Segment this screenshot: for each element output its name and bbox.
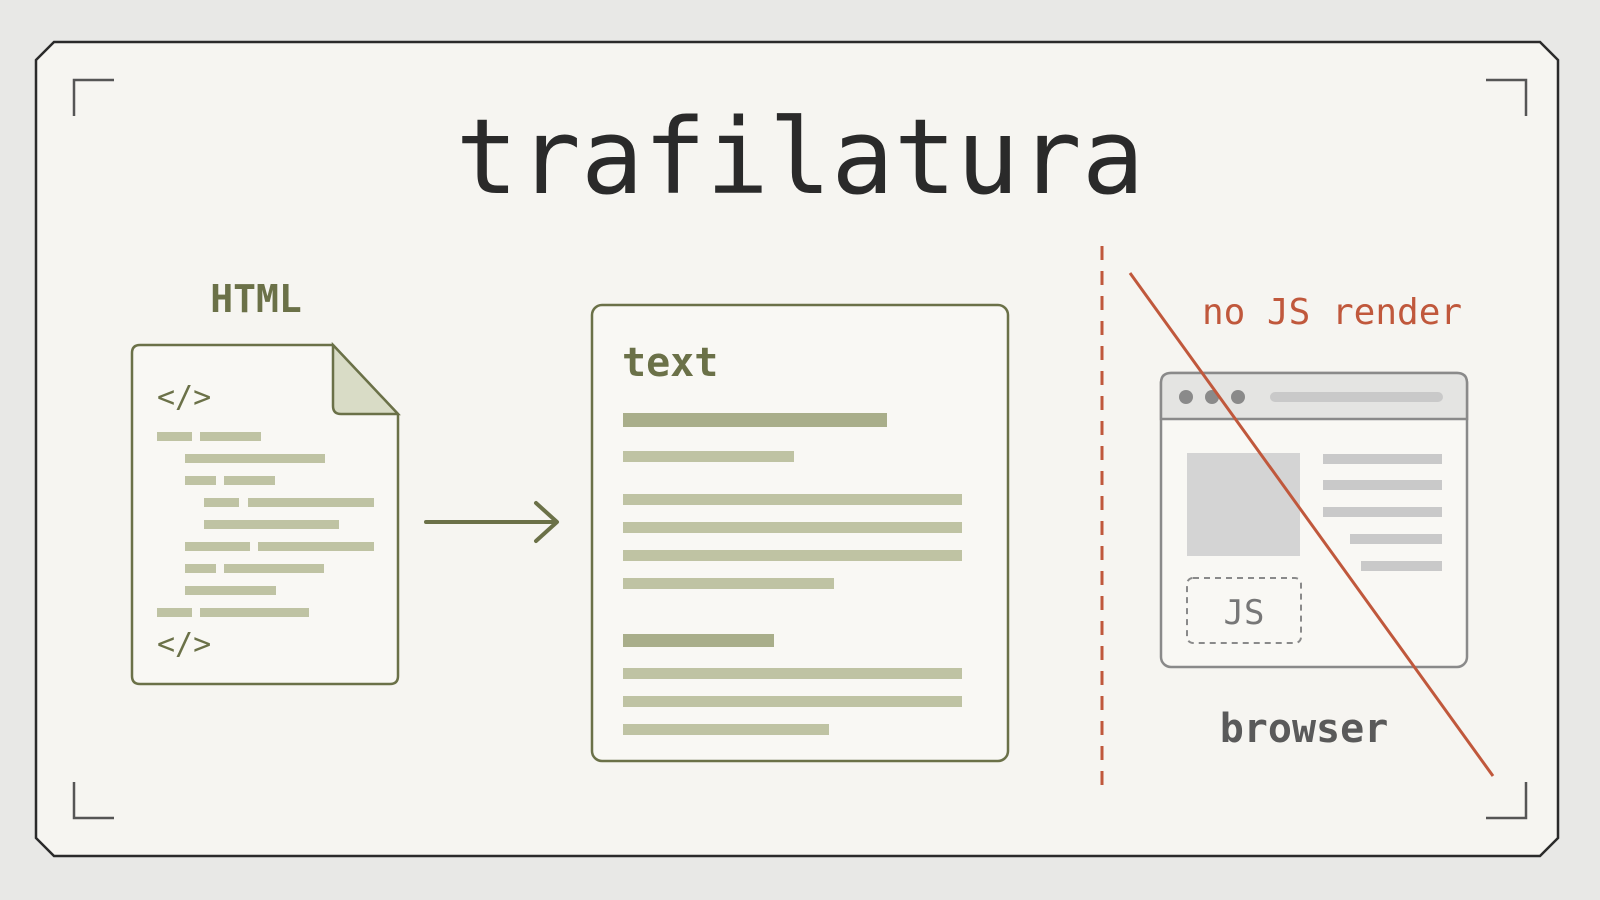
browser-label: browser (1220, 706, 1389, 752)
address-bar (1270, 392, 1443, 402)
image-placeholder (1187, 453, 1300, 556)
diagram-title: trafilatura (456, 96, 1145, 218)
js-label: JS (1224, 593, 1265, 633)
arrow-icon (424, 501, 559, 543)
html-document-icon: </> </> (130, 341, 401, 686)
html-label: HTML (210, 277, 302, 321)
html-code-lines (157, 432, 374, 617)
browser-window-icon: JS (1159, 371, 1469, 669)
text-output-card: text (590, 303, 1010, 763)
html-code-open-tag: </> (157, 380, 211, 415)
strike-through-line (1128, 272, 1495, 777)
text-lines (623, 413, 962, 735)
text-label: text (622, 340, 718, 386)
browser-content-lines (1323, 454, 1442, 571)
no-js-render-label: no JS render (1202, 292, 1462, 333)
window-control-dots (1179, 390, 1245, 404)
corner-brackets (72, 78, 1528, 820)
html-code-close-tag: </> (157, 627, 211, 662)
js-script-box (1186, 577, 1302, 644)
